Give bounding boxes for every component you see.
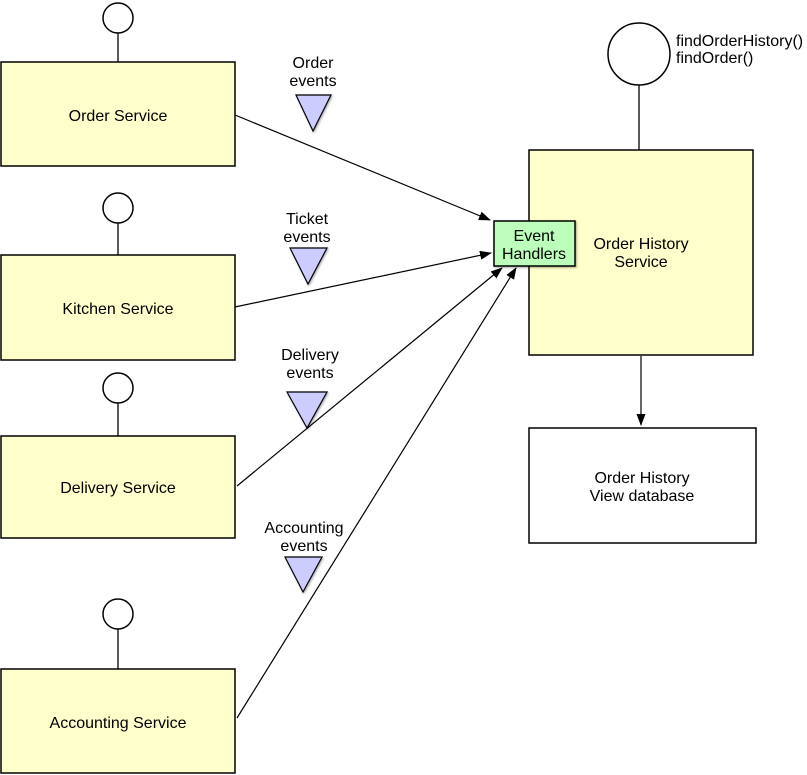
api-operation-find-order-history: findOrderHistory() — [676, 33, 803, 50]
database-label-line1: Order History — [594, 470, 689, 487]
arrow-order-service-to-event-handlers — [234, 114, 491, 221]
order-history-api-lollipop-icon — [607, 22, 671, 86]
database-label-line2: View database — [590, 488, 695, 505]
arrow-accounting-service-to-event-handlers — [236, 267, 517, 719]
api-operation-find-order: findOrder() — [676, 50, 753, 67]
delivery-service-group: Delivery Service — [0, 372, 236, 539]
order-history-service-label-line1: Order History — [593, 236, 688, 253]
delivery-events-label-line1: Delivery — [281, 347, 339, 364]
arrow-kitchen-service-to-event-handlers — [234, 250, 492, 308]
order-events-label-line1: Order — [293, 55, 335, 72]
ticket-events-label-line2: events — [283, 229, 330, 246]
accounting-service-lollipop-icon — [102, 598, 134, 630]
delivery-service-label: Delivery Service — [60, 480, 176, 497]
event-handlers-label-line2: Handlers — [502, 246, 566, 263]
ticket-events-triangle-icon — [289, 247, 328, 286]
accounting-events-label-line2: events — [280, 538, 327, 555]
accounting-events-group: Accounting events — [264, 520, 344, 594]
kitchen-service-group: Kitchen Service — [0, 192, 236, 361]
delivery-events-triangle-icon — [285, 391, 329, 430]
kitchen-service-label: Kitchen Service — [62, 301, 173, 318]
delivery-events-group: Delivery events — [281, 347, 339, 430]
event-handlers-node — [493, 220, 576, 267]
order-history-view-database-group: Order History View database — [528, 427, 757, 544]
accounting-service-label: Accounting Service — [50, 715, 187, 732]
ticket-events-label-line1: Ticket — [286, 211, 329, 228]
order-events-group: Order events — [289, 55, 337, 133]
ticket-events-group: Ticket events — [283, 211, 331, 286]
event-handlers-label-line1: Event — [514, 228, 555, 245]
order-history-service-group: findOrderHistory() findOrder() Order His… — [493, 22, 803, 356]
delivery-service-node — [0, 435, 236, 539]
order-events-label-line2: events — [289, 73, 336, 90]
order-history-view-database-node — [528, 427, 757, 544]
accounting-events-label-line1: Accounting — [264, 520, 343, 537]
order-events-triangle-icon — [295, 94, 332, 133]
arrow-delivery-service-to-event-handlers — [236, 267, 503, 487]
accounting-service-node — [0, 668, 236, 774]
order-service-lollipop-icon — [102, 2, 134, 34]
delivery-service-lollipop-icon — [102, 372, 134, 404]
kitchen-service-lollipop-icon — [102, 192, 134, 224]
accounting-service-group: Accounting Service — [0, 598, 236, 774]
kitchen-service-node — [0, 254, 236, 361]
accounting-events-triangle-icon — [284, 556, 324, 594]
order-service-group: Order Service — [0, 2, 236, 167]
order-service-label: Order Service — [69, 108, 168, 125]
order-history-service-label-line2: Service — [614, 254, 667, 271]
delivery-events-label-line2: events — [286, 365, 333, 382]
order-service-node — [0, 61, 236, 167]
